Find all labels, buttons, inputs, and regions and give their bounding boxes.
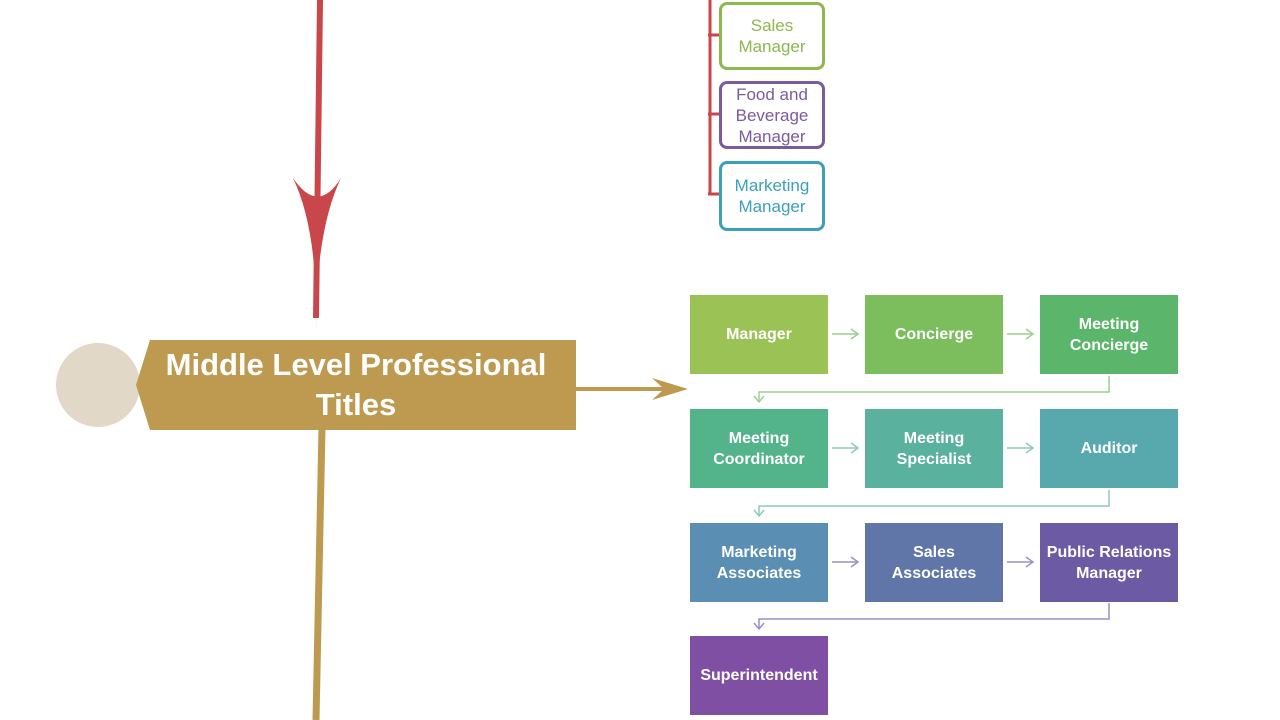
flow-label: Manager (726, 326, 792, 343)
flow-box-public-relations-manager: Public Relations Manager (1040, 523, 1178, 602)
flow-box-meeting-coordinator: Meeting Coordinator (690, 409, 828, 488)
flow-box-marketing-associates: Marketing Associates (690, 523, 828, 602)
flow-box-concierge: Concierge (865, 295, 1003, 374)
flow-box-auditor: Auditor (1040, 409, 1178, 488)
food-beverage-manager-box: Food and Beverage Manager (719, 81, 825, 149)
flow-label: Superintendent (700, 667, 818, 684)
flow-label: Marketing Associates (716, 543, 802, 582)
title-text: Middle Level Professional Titles (165, 347, 547, 422)
flow-label: Concierge (894, 326, 974, 343)
food-beverage-manager-label: Food and Beverage Manager (735, 84, 809, 146)
marketing-manager-label: Marketing Manager (734, 176, 810, 216)
flow-label: Sales Associates (891, 543, 977, 582)
gold-vertical-line (312, 427, 326, 720)
flow-label: Meeting Coordinator (713, 429, 805, 468)
flow-label: Meeting Concierge (1069, 315, 1149, 354)
flow-label: Auditor (1080, 440, 1138, 457)
flow-box-meeting-specialist: Meeting Specialist (865, 409, 1003, 488)
row2-arrows (753, 442, 1110, 518)
flow-label: Meeting Specialist (896, 429, 972, 468)
red-arrowhead (293, 178, 341, 330)
sales-manager-label: Sales Manager (738, 16, 806, 56)
flow-box-manager: Manager (690, 295, 828, 374)
gold-arrowhead (652, 378, 688, 400)
flow-label: Public Relations Manager (1046, 543, 1172, 582)
row1-arrows (753, 328, 1110, 404)
sales-manager-box: Sales Manager (719, 2, 825, 70)
flow-box-superintendent: Superintendent (690, 636, 828, 715)
marketing-manager-box: Marketing Manager (719, 161, 825, 231)
title-banner: Middle Level Professional Titles (136, 340, 576, 430)
title-circle (53, 340, 143, 430)
flow-box-sales-associates: Sales Associates (865, 523, 1003, 602)
flow-box-meeting-concierge: Meeting Concierge (1040, 295, 1178, 374)
row3-arrows (753, 556, 1110, 631)
